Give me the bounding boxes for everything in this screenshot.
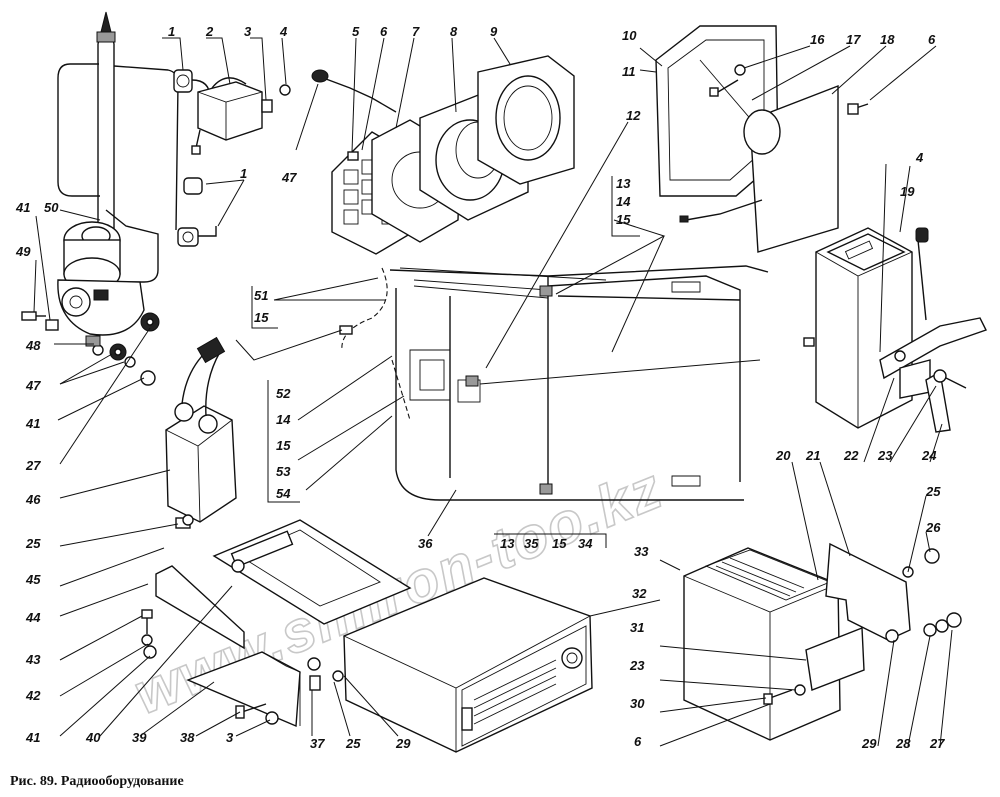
callout-label: 3: [226, 730, 234, 745]
callout-label: 43: [25, 652, 41, 667]
callout-label: 4: [915, 150, 924, 165]
callout-label: 25: [25, 536, 41, 551]
callout-label: 25: [925, 484, 941, 499]
callout-label: 15: [254, 310, 269, 325]
callout-label: 27: [929, 736, 945, 751]
callout-label: 15: [616, 212, 631, 227]
callout-label: 33: [634, 544, 649, 559]
callout-label: 2: [205, 24, 214, 39]
callout-label: 6: [380, 24, 388, 39]
callout-label: 9: [490, 24, 498, 39]
callout-label: 11: [622, 64, 636, 79]
relay-unit: [191, 77, 291, 155]
callout-label: 26: [925, 520, 941, 535]
callout-label: 37: [310, 736, 325, 751]
callout-label: 52: [276, 386, 291, 401]
callout-label: 23: [877, 448, 893, 463]
callout-label: 10: [622, 28, 637, 43]
callout-label: 28: [895, 736, 911, 751]
callout-label: 1: [168, 24, 175, 39]
callout-label: 41: [25, 416, 40, 431]
callout-label: 29: [395, 736, 411, 751]
callout-label: 53: [276, 464, 291, 479]
callout-label: 27: [25, 458, 41, 473]
callout-label: 45: [25, 572, 41, 587]
callout-label: 49: [15, 244, 31, 259]
figure-caption: Рис. 89. Радиооборудование: [10, 774, 184, 789]
callout-label: 15: [276, 438, 291, 453]
aerial-assembly: [21, 11, 179, 386]
callout-label: 13: [616, 176, 631, 191]
callout-label: 48: [25, 338, 41, 353]
rear-speaker-assembly: [655, 25, 869, 253]
leader-lines: [33, 37, 953, 747]
radio-equipment-diagram: www.simron-too.kz: [15, 11, 987, 753]
callout-label: 23: [629, 658, 645, 673]
callout-label: 22: [843, 448, 859, 463]
callout-label: 24: [921, 448, 937, 463]
callout-label: 4: [279, 24, 288, 39]
callout-label: 31: [630, 620, 644, 635]
callout-label: 38: [180, 730, 195, 745]
car-radio-unit: [683, 542, 962, 741]
callout-label: 14: [276, 412, 291, 427]
front-speaker-assembly: [311, 55, 575, 255]
callout-label: 29: [861, 736, 877, 751]
callout-label: 6: [634, 734, 642, 749]
callout-label: 30: [630, 696, 645, 711]
callout-label: 6: [928, 32, 936, 47]
callout-label: 47: [25, 378, 41, 393]
callout-label: 42: [25, 688, 41, 703]
callout-label: 13: [500, 536, 515, 551]
callout-label: 21: [805, 448, 820, 463]
callout-label: 18: [880, 32, 895, 47]
callout-label: 32: [632, 586, 647, 601]
callout-label: 35: [524, 536, 539, 551]
callout-label: 40: [85, 730, 101, 745]
callout-label: 19: [900, 184, 915, 199]
callout-labels: 1 2 3 4 5 6 7 8 9 10 11 16 17 18 6 12 13…: [15, 24, 945, 751]
callout-label: 41: [15, 200, 30, 215]
callout-label: 17: [846, 32, 861, 47]
dashboard-outline: [339, 265, 769, 501]
callout-label: 54: [276, 486, 291, 501]
callout-label: 46: [25, 492, 41, 507]
callout-label: 39: [132, 730, 147, 745]
callout-label: 14: [616, 194, 631, 209]
callout-label: 8: [450, 24, 458, 39]
callout-label: 12: [626, 108, 641, 123]
callout-label: 5: [352, 24, 360, 39]
callout-label: 44: [25, 610, 41, 625]
callout-label: 51: [254, 288, 268, 303]
callout-label: 41: [25, 730, 40, 745]
radio-receiver: [141, 519, 593, 753]
power-supply-unit: [165, 336, 237, 529]
callout-label: 50: [44, 200, 59, 215]
callout-label: 15: [552, 536, 567, 551]
callout-label: 36: [418, 536, 433, 551]
callout-label: 20: [775, 448, 791, 463]
callout-label: 47: [281, 170, 297, 185]
callout-label: 34: [578, 536, 593, 551]
callout-label: 25: [345, 736, 361, 751]
callout-label: 3: [244, 24, 252, 39]
cassette-player: [803, 227, 987, 433]
callout-label: 7: [412, 24, 420, 39]
callout-label: 1: [240, 166, 247, 181]
callout-label: 16: [810, 32, 825, 47]
